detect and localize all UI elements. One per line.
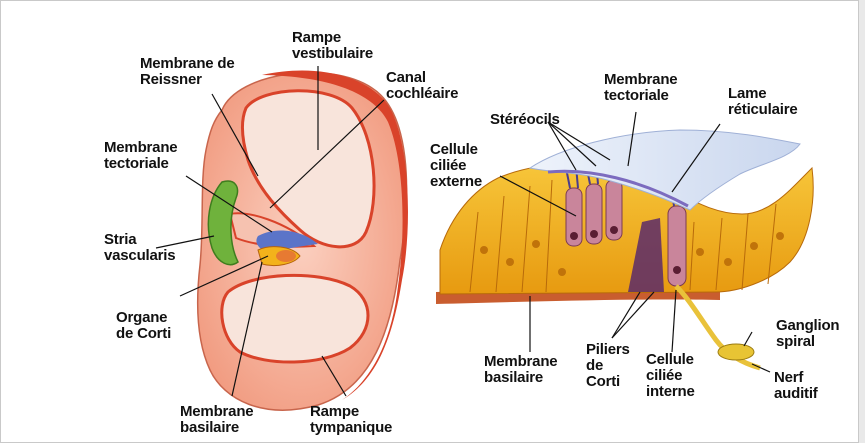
label-cellule-ciliee-externe: Cellule ciliée externe <box>430 142 482 190</box>
ganglion-spiral <box>718 344 754 360</box>
label-membrane-tectoriale-right: Membrane tectoriale <box>604 72 677 104</box>
label-cellule-ciliee-interne: Cellule ciliée interne <box>646 352 695 400</box>
label-piliers-de-corti: Piliers de Corti <box>586 342 630 390</box>
label-stereocils: Stéréocils <box>490 112 560 128</box>
label-rampe-vestibulaire: Rampe vestibulaire <box>292 30 373 62</box>
label-membrane-tectoriale-left: Membrane tectoriale <box>104 140 177 172</box>
label-membrane-reissner: Membrane de Reissner <box>140 56 235 88</box>
rampe-tympanique <box>222 275 368 362</box>
label-membrane-basilaire-left: Membrane basilaire <box>180 404 253 436</box>
label-membrane-basilaire-right: Membrane basilaire <box>484 354 557 386</box>
label-rampe-tympanique: Rampe tympanique <box>310 404 392 436</box>
label-canal-cochleaire: Canal cochléaire <box>386 70 458 102</box>
label-organe-de-corti: Organe de Corti <box>116 310 171 342</box>
organ-of-corti-detail <box>436 130 813 368</box>
label-stria-vascularis: Stria vascularis <box>104 232 175 264</box>
label-ganglion-spiral: Ganglion spiral <box>776 318 839 350</box>
outer-hair-cells <box>566 180 622 246</box>
label-lame-reticulaire: Lame réticulaire <box>728 86 798 118</box>
cochlea-cross-section <box>198 70 408 410</box>
label-nerf-auditif: Nerf auditif <box>774 370 818 402</box>
